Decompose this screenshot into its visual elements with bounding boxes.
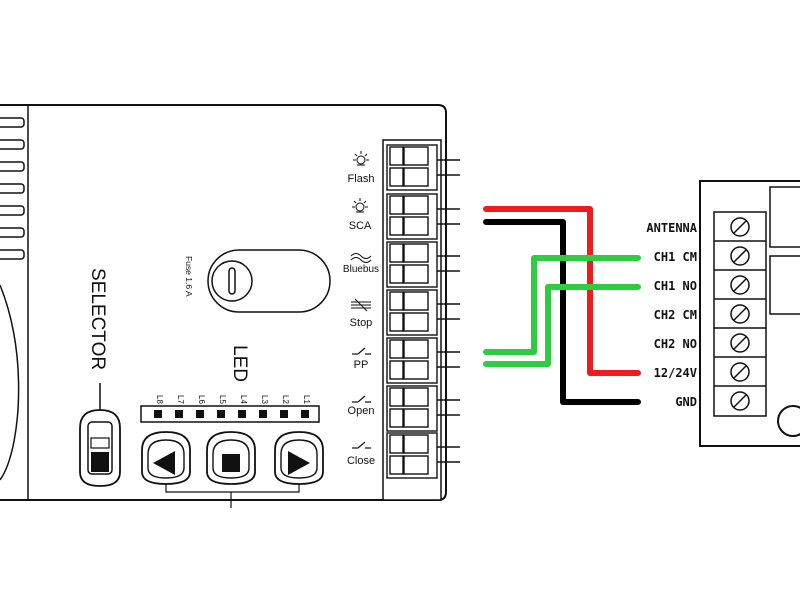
selector-switch[interactable]	[79, 409, 121, 487]
receiver-component-top	[769, 186, 800, 248]
terminal-group-close	[386, 432, 438, 479]
led-id: L7	[176, 395, 185, 404]
receiver-hole	[777, 405, 800, 437]
side-connector	[0, 284, 20, 481]
receiver-label-gnd: GND	[675, 395, 697, 409]
button-left[interactable]	[141, 431, 191, 485]
wire-green-no	[483, 284, 641, 367]
receiver-component-mid	[769, 255, 800, 315]
terminal-group-open	[386, 385, 438, 432]
led-indicator	[238, 410, 246, 418]
button-right[interactable]	[274, 431, 324, 485]
selector-label: SELECTOR	[87, 268, 108, 370]
button-stop[interactable]	[206, 431, 256, 485]
led-indicator	[196, 410, 204, 418]
terminal-group-sca	[386, 193, 438, 240]
terminal-label-sca: SCA	[349, 220, 372, 232]
button-bracket	[165, 484, 300, 508]
wires	[483, 206, 641, 405]
vent-slots	[0, 117, 25, 260]
led-indicator	[259, 410, 267, 418]
fuse-label: Fuse 1.6 A	[184, 256, 194, 297]
fuse-holder	[207, 249, 331, 313]
terminal-label-flash: Flash	[348, 173, 375, 185]
led-id: L8	[155, 395, 164, 404]
screw-terminal	[714, 275, 766, 300]
stop-icon	[351, 298, 371, 312]
led-indicator	[154, 410, 162, 418]
terminal-label-close: Close	[347, 455, 375, 467]
screw-terminal	[714, 304, 766, 329]
screw-terminal	[714, 333, 766, 358]
receiver-label-ch2-no: CH2 NO	[654, 337, 697, 351]
right-arrow-icon	[288, 451, 310, 475]
terminal-group-stop	[386, 289, 438, 336]
terminal-groups	[386, 144, 438, 479]
receiver-label-ch1-no: CH1 NO	[654, 279, 697, 293]
receiver-label-ch1-cm: CH1 CM	[654, 250, 697, 264]
led-id: L4	[239, 395, 248, 404]
terminal-label-stop: Stop	[350, 317, 373, 329]
controller-board: Fuse 1.6 A SELECTOR LED L8 L7 L6 L5 L4 L…	[0, 104, 460, 508]
stop-square-icon	[222, 454, 240, 472]
receiver-label-antenna: ANTENNA	[646, 221, 697, 235]
left-arrow-icon	[153, 451, 175, 475]
screw-terminal	[714, 246, 766, 271]
receiver-label-power: 12/24V	[654, 366, 697, 380]
open-switch-icon	[352, 395, 371, 403]
wire-green-cm	[483, 255, 641, 355]
terminal-label-pp: PP	[354, 359, 369, 371]
wire-red	[483, 206, 641, 376]
bluebus-icon	[350, 253, 372, 263]
led-indicator	[175, 410, 183, 418]
flash-lamp-icon	[353, 151, 369, 166]
receiver-board: ANTENNA CH1 CM CH1 NO CH2 CM CH2 NO 12/2…	[646, 180, 800, 447]
terminal-pins	[437, 159, 460, 463]
receiver-screws	[714, 217, 766, 411]
led-id: L1	[302, 395, 311, 404]
led-id: L2	[281, 395, 290, 404]
terminal-group-flash	[386, 144, 438, 191]
wire-black	[483, 219, 641, 405]
receiver-labels: ANTENNA CH1 CM CH1 NO CH2 CM CH2 NO 12/2…	[646, 221, 697, 409]
terminal-group-pp	[386, 337, 438, 384]
screw-terminal	[730, 391, 750, 411]
pp-switch-icon	[352, 347, 371, 355]
terminal-label-open: Open	[348, 405, 375, 417]
led-id: L6	[197, 395, 206, 404]
screw-terminal	[714, 217, 766, 242]
led-id: L3	[260, 395, 269, 404]
led-indicator	[217, 410, 225, 418]
receiver-label-ch2-cm: CH2 CM	[654, 308, 697, 322]
led-indicator	[280, 410, 288, 418]
led-label: LED	[229, 345, 250, 382]
led-indicator	[301, 410, 309, 418]
terminal-label-bluebus: Bluebus	[343, 264, 379, 275]
led-bar	[140, 405, 320, 423]
led-id: L5	[218, 395, 227, 404]
led-ids: L8 L7 L6 L5 L4 L3 L2 L1	[155, 395, 311, 404]
screw-terminal	[714, 362, 766, 387]
led-indicators	[154, 410, 309, 418]
sca-lamp-icon	[352, 198, 368, 213]
close-switch-icon	[352, 441, 371, 449]
terminal-group-bluebus	[386, 241, 438, 288]
